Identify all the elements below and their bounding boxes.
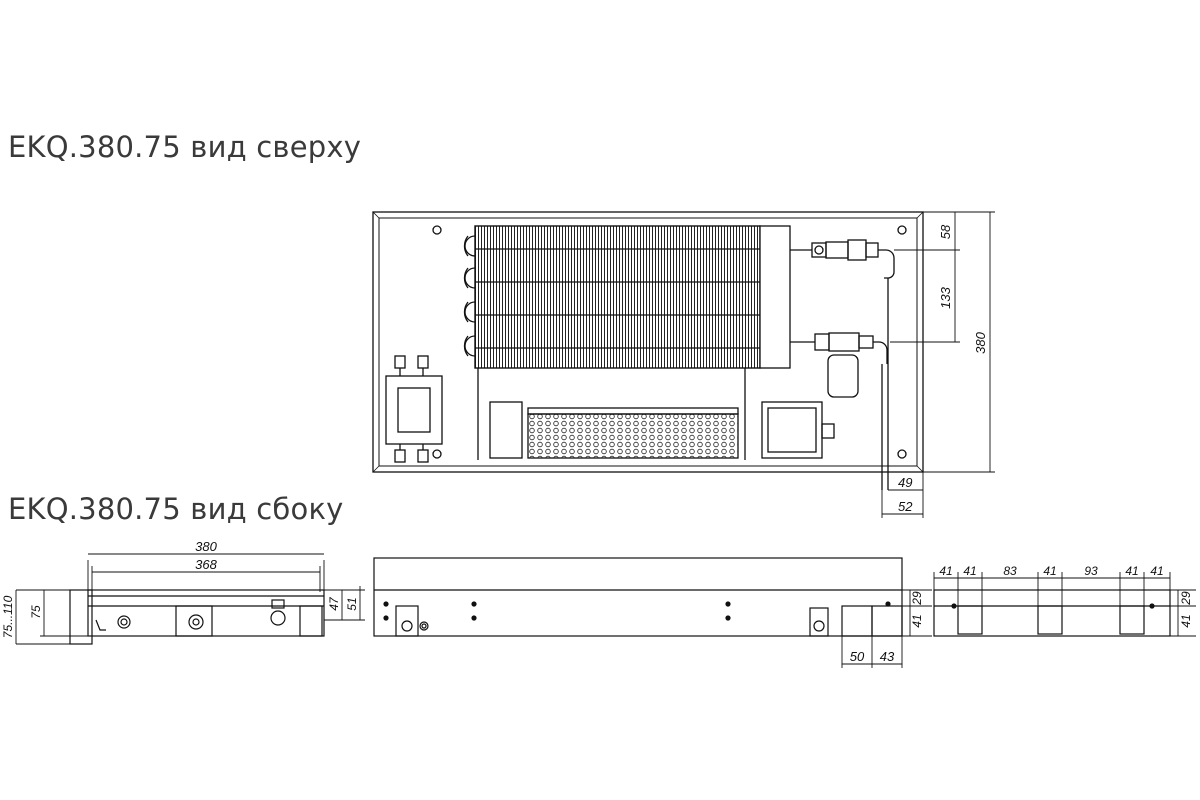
side-view-title: EKQ.380.75 вид сбоку [8, 492, 344, 526]
u-bend [463, 301, 469, 323]
dim-58: 58 [938, 224, 953, 239]
dim-41-bottom: 41 [1179, 614, 1193, 627]
dim-368: 368 [195, 557, 217, 572]
u-bend [463, 235, 469, 257]
dim-49: 49 [898, 475, 912, 490]
heat-exchanger-top [463, 225, 791, 460]
mount-hole [897, 225, 907, 235]
top-view-title: EKQ.380.75 вид сверху [8, 130, 362, 164]
dim-133: 133 [938, 286, 953, 308]
dim-43: 43 [880, 649, 895, 664]
top-view [372, 211, 924, 490]
dim-50: 50 [850, 649, 865, 664]
drain-pot [827, 354, 859, 398]
dim-bottom-5: 93 [1084, 564, 1098, 578]
mount-hole [432, 449, 442, 459]
end-view-dimensions [15, 553, 365, 645]
side-view-dimensions [841, 589, 932, 668]
dim-380-depth: 380 [973, 331, 988, 353]
valve-upper [790, 239, 895, 490]
junction-box [385, 355, 443, 463]
bottom-view-dimensions [933, 572, 1196, 637]
dim-41-side: 41 [910, 614, 924, 627]
dim-380-width: 380 [195, 539, 217, 554]
mount-hole [897, 449, 907, 459]
u-bend [463, 267, 469, 289]
top-view-dimensions [881, 211, 995, 518]
dim-52: 52 [898, 499, 913, 514]
bottom-view [933, 589, 1171, 637]
dim-bottom-2: 41 [963, 564, 976, 578]
dim-75: 75 [29, 605, 43, 619]
dim-bottom-1: 41 [939, 564, 952, 578]
dim-bottom-6: 41 [1125, 564, 1138, 578]
fan-block [489, 401, 739, 459]
dim-bottom-4: 41 [1043, 564, 1056, 578]
dim-bottom-7: 41 [1150, 564, 1163, 578]
dim-51: 51 [345, 597, 359, 610]
dim-75-110: 75...110 [1, 595, 15, 638]
dim-29-bottom: 29 [1179, 591, 1193, 606]
mount-hole [432, 225, 442, 235]
control-box [761, 401, 835, 459]
dim-bottom-3: 83 [1003, 564, 1017, 578]
u-bend [463, 335, 469, 357]
dim-47: 47 [327, 596, 341, 611]
end-view [69, 589, 325, 645]
side-view [373, 557, 903, 637]
dim-29-side: 29 [910, 591, 924, 606]
valve-lower [790, 332, 888, 490]
